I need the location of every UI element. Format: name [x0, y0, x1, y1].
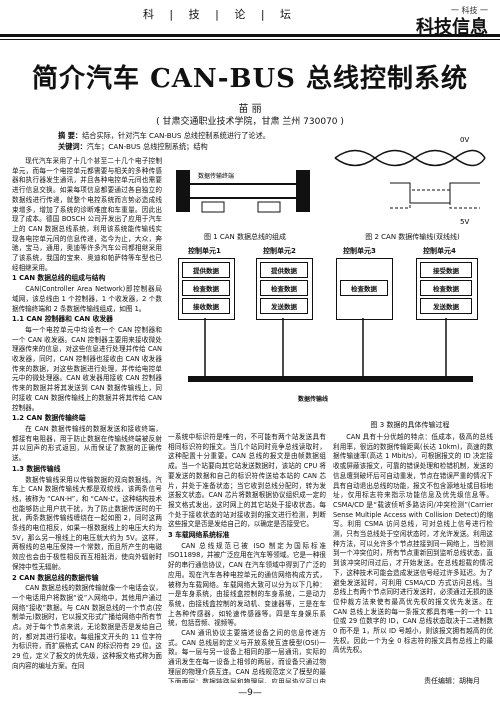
bus-label: 数据传输线 — [298, 396, 329, 403]
unit-label: 控制单元1 — [188, 247, 221, 255]
unit-frame — [178, 258, 235, 320]
unit-label: 控制单元2 — [263, 247, 296, 255]
paragraph: 现代汽车采用了十几个甚至二十几个电子控制单元，而每一个电控单元都需要与相关的多种… — [12, 157, 162, 272]
article-title: 简介汽车 CAN-BUS 总线控制系统 — [32, 64, 468, 94]
node-box — [257, 201, 281, 213]
header-rule — [0, 34, 500, 37]
signal-low — [390, 189, 480, 209]
abstract-text: 结合实际，针对汽车 CAN-BUS 总线控制系统进行了论述。 — [82, 131, 270, 140]
step-box: 接收数据 — [182, 298, 230, 314]
unit-frame — [416, 258, 478, 320]
unit-frame — [336, 258, 393, 320]
editor-credit: 责任编辑：胡梅月 — [424, 677, 480, 685]
column-3: CAN 具有十分优越的特点：低成本，极高的总线利用率，很远的数据传输距离(长达 … — [333, 433, 493, 673]
step-box: 提供数据 — [260, 262, 308, 278]
voltage-top: 0V — [460, 136, 469, 144]
step-box: 检查数据 — [420, 280, 472, 296]
bus-arrows — [188, 318, 473, 382]
keywords-text: 汽车；CAN-BUS 总线控制系统；结构 — [86, 142, 208, 151]
column-2: 一系统中标识符是唯一的，不可能有两个站发送具有相同标识符的报文。当几个站同时竞争… — [168, 433, 326, 683]
column-header: 科 | 技 | 论 | 坛 — [142, 8, 298, 21]
step-box: 发送数据 — [260, 298, 308, 314]
figure-1-bus-diagram: 数据传输终端 — [176, 170, 310, 213]
signal-high — [390, 182, 480, 204]
section-heading: 2 CAN 数据总线的数据传输 — [12, 573, 99, 582]
unit-label: 控制单元3 — [343, 247, 376, 255]
node-box — [201, 201, 225, 213]
step-box: 提供数据 — [182, 262, 230, 278]
voltage-bottom: 5V — [460, 218, 469, 226]
paragraph: CAN 数据总线的数据传输就像一个电话会议，一个电话用户将数据“说”入网络中，其… — [12, 584, 162, 670]
figure-2-caption: 图 2 CAN 数据传输线(双线线) — [365, 233, 460, 241]
figure-2-twisted-pair: 0V 5V — [334, 136, 486, 226]
figure-3-caption: 图 3 数据的具体传输过程 — [370, 421, 450, 429]
figure-3-transmission: 控制单元1 控制单元2 控制单元3 控制单元4 提供数据 检查数据 接收数据 提… — [168, 246, 493, 416]
abstract-label: 摘 要： — [58, 131, 83, 140]
unit-label: 控制单元4 — [423, 247, 456, 255]
paragraph: 数据传输线采用以传输数据的双向数据线。汽车上 CAN 数据传输线大都是双绞线，该… — [12, 475, 162, 571]
paragraph: 一系统中标识符是唯一的，不可能有两个站发送具有相同标识符的报文。当几个站同时竞争… — [168, 433, 326, 529]
section-heading: 1 CAN 数据总线的组成与结构 — [12, 274, 106, 283]
journal-logo: 科技信息 — [416, 17, 488, 38]
paragraph: CAN 总线规范已被 ISO 制定为国际标准 ISO11898，并被广泛应用在汽… — [168, 541, 326, 628]
column-1: 现代汽车采用了十几个甚至二十几个电子控制单元，而每一个电控单元都需要与相关的多种… — [12, 157, 162, 687]
step-box: 检查数据 — [182, 280, 230, 296]
paragraph: CAN 具有十分优越的特点：低成本，极高的总线利用率，很远的数据传输距离(长达 … — [333, 433, 493, 655]
step-box: 发送数据 — [420, 298, 472, 314]
keywords-label: 关键词： — [58, 142, 87, 151]
subsection-heading: 1.1 CAN 控制器和 CAN 收发器 — [12, 315, 113, 324]
step-box: 检查数据 — [260, 280, 308, 296]
affiliation: ( 甘肃交通职业技术学院，甘肃 兰州 730070 ) — [156, 117, 344, 127]
bus-bar — [188, 376, 473, 382]
termination-left — [176, 170, 190, 212]
termination-right — [296, 170, 310, 212]
figure-1-caption: 图 1 CAN 数据总线的组成 — [203, 233, 287, 241]
unit-frame — [256, 258, 313, 320]
subsection-heading: 1.3 数据传输线 — [12, 464, 61, 473]
abstract-block: 摘 要：结合实际，针对汽车 CAN-BUS 总线控制系统进行了论述。 关键词：汽… — [58, 130, 488, 152]
step-box: 接受数据 — [420, 262, 472, 278]
section-heading: 3 车载网络系统标准 — [168, 531, 230, 540]
paragraph: CAN(Controller Area Network)即控制器局域网，该总线由… — [12, 285, 162, 313]
line-label: 数据传输终端 — [198, 172, 234, 180]
subsection-heading: 1.2 CAN 数据传输终端 — [12, 414, 86, 423]
paragraph: 每一个电控单元中均设有一个 CAN 控制器和一个 CAN 收发器。CAN 控制器… — [12, 325, 162, 412]
paragraph: CAN 通讯协议主要描述设备之间的信息传递方式。CAN 总线层的定义与开放系统互… — [168, 629, 326, 683]
wire-can-l — [334, 149, 486, 167]
page-number: —9— — [238, 688, 262, 698]
paragraph: 在 CAN 数据传输线的数据发送和接收终端，都接有电阻器，用于防止数据在传输线终… — [12, 424, 162, 463]
header-rule-thin — [0, 39, 500, 40]
step-box: 检查数据 — [340, 280, 388, 296]
author: 苗 丽 — [238, 104, 262, 115]
logo-subtitle: 一 科技 一 — [450, 6, 488, 15]
